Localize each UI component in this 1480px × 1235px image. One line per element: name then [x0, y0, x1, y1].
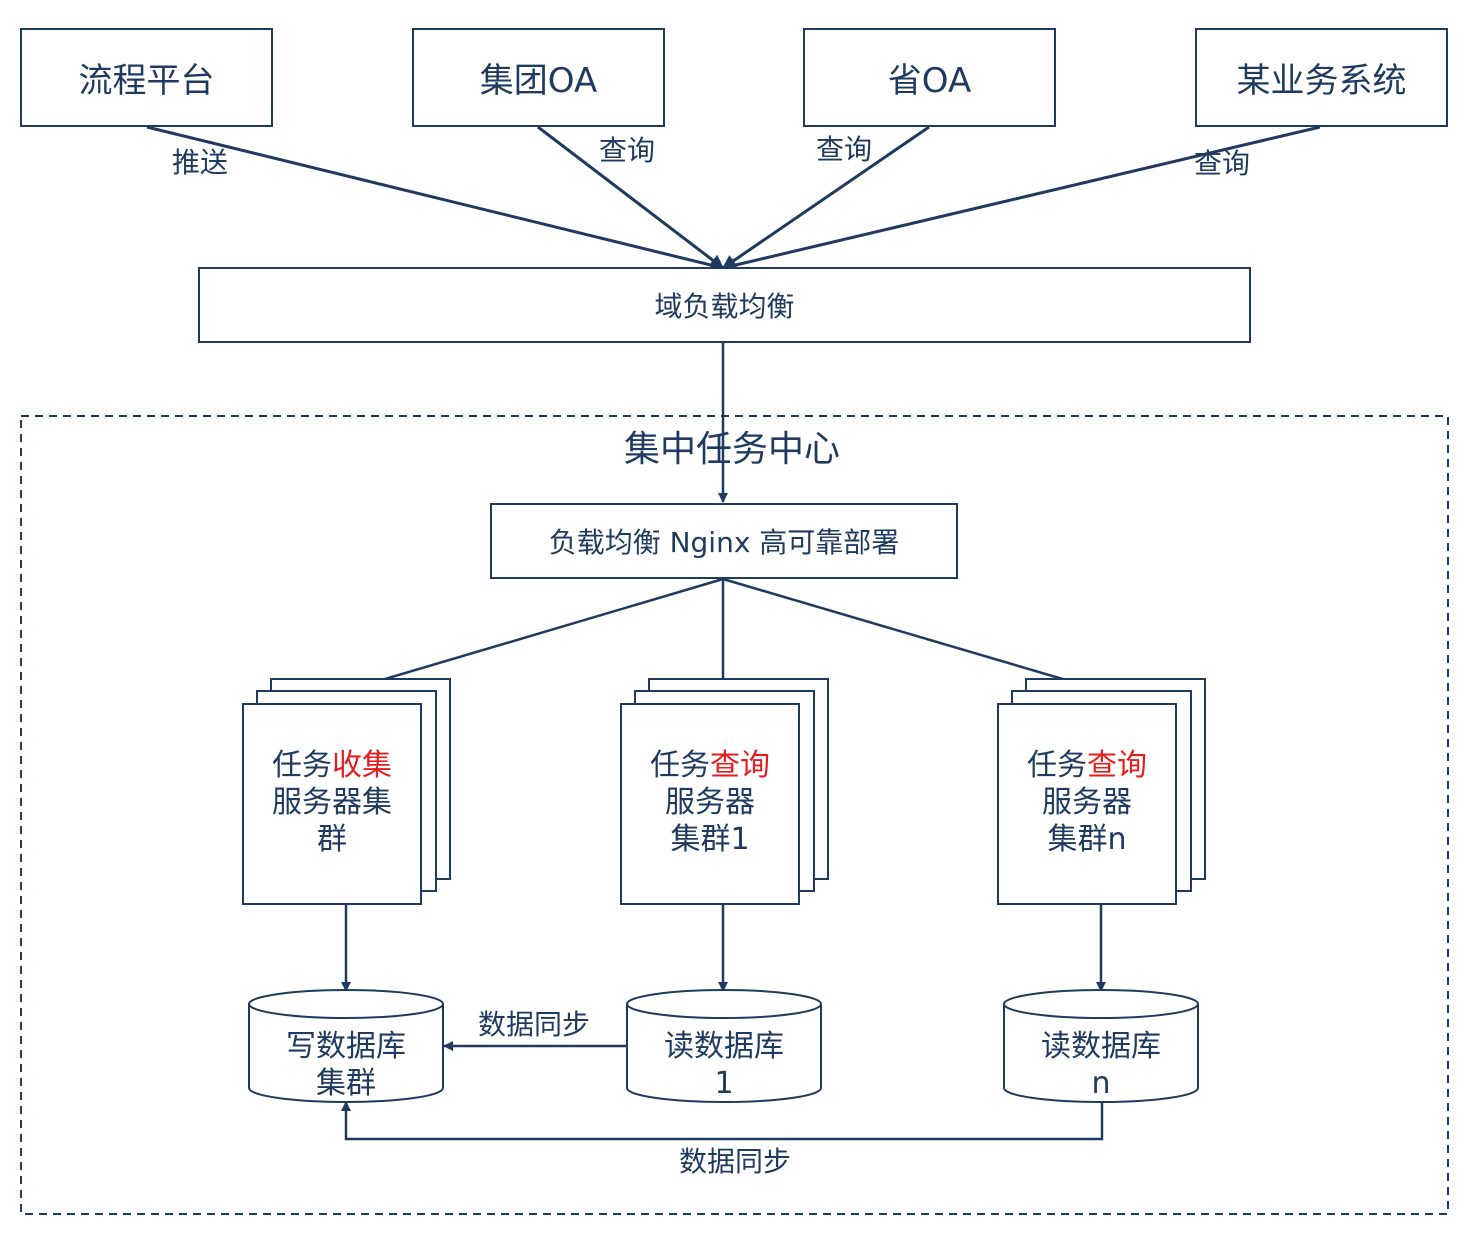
source-business-system: 某业务系统 — [1195, 28, 1448, 127]
task-center-title: 集中任务中心 — [624, 429, 841, 470]
edge-label-query-3: 查询 — [1194, 147, 1251, 180]
cluster-query-n: 任务查询 服务器 集群n — [997, 703, 1177, 905]
source-province-oa: 省OA — [803, 28, 1056, 127]
domain-load-balancer: 域负载均衡 — [198, 267, 1251, 343]
cluster-line3: 群 — [317, 822, 347, 857]
source-label: 省OA — [887, 61, 972, 101]
edge-label-query-1: 查询 — [599, 134, 656, 167]
sync-label-read1: 数据同步 — [478, 1008, 591, 1041]
db-read1-cylinder — [626, 989, 822, 1103]
task-center-frame — [20, 415, 1449, 1215]
cluster-prefix: 任务 — [650, 748, 710, 783]
edge-query-line-1 — [537, 125, 725, 270]
cluster-highlight: 收集 — [332, 748, 392, 783]
cluster-collect-text: 任务收集 服务器集 群 — [244, 747, 420, 858]
db-readn-cylinder — [1003, 989, 1199, 1103]
edge-label-query-2: 查询 — [816, 133, 873, 166]
cluster-line3: 集群1 — [670, 822, 750, 857]
cluster-line2: 服务器 — [665, 785, 755, 820]
nginx-label: 负载均衡 Nginx 高可靠部署 — [548, 526, 900, 559]
db-read1-label: 读数据库 1 — [627, 1028, 821, 1102]
edge-push-line — [146, 125, 725, 272]
cluster-line3: 集群n — [1047, 822, 1127, 857]
edge-nginx-to-cluster-3 — [722, 577, 1101, 693]
cluster-highlight: 查询 — [1087, 748, 1147, 783]
db-line1: 读数据库 — [664, 1029, 784, 1064]
cluster-highlight: 查询 — [710, 748, 770, 783]
db-line2: 集群 — [316, 1066, 376, 1101]
source-group-oa: 集团OA — [412, 28, 665, 127]
source-label: 某业务系统 — [1236, 61, 1407, 101]
db-readn-label: 读数据库 n — [1004, 1028, 1198, 1102]
edge-query-line-3 — [721, 125, 1321, 272]
cluster-queryn-text: 任务查询 服务器 集群n — [999, 747, 1175, 858]
db-line1: 读数据库 — [1041, 1029, 1161, 1064]
db-line2: 1 — [714, 1066, 734, 1101]
cluster-prefix: 任务 — [1027, 748, 1087, 783]
source-label: 流程平台 — [78, 61, 215, 101]
edge-label-push: 推送 — [172, 146, 229, 179]
cluster-collect: 任务收集 服务器集 群 — [242, 703, 422, 905]
source-process-platform: 流程平台 — [20, 28, 273, 127]
db-line2: n — [1091, 1066, 1111, 1101]
edge-sync-readn-to-write — [341, 1099, 1104, 1141]
source-label: 集团OA — [479, 61, 598, 101]
cluster-query1-text: 任务查询 服务器 集群1 — [622, 747, 798, 858]
cluster-query-1: 任务查询 服务器 集群1 — [620, 703, 800, 905]
db-line1: 写数据库 — [286, 1029, 406, 1064]
sync-label-readn: 数据同步 — [679, 1145, 792, 1178]
cluster-line2: 服务器 — [1042, 785, 1132, 820]
edge-nginx-to-cluster-1 — [347, 577, 724, 693]
db-write-cylinder — [248, 989, 444, 1103]
db-write-label: 写数据库 集群 — [249, 1028, 443, 1102]
domain-lb-label: 域负载均衡 — [654, 290, 795, 323]
cluster-line2: 服务器集 — [272, 785, 392, 820]
nginx-load-balancer: 负载均衡 Nginx 高可靠部署 — [490, 503, 958, 579]
cluster-prefix: 任务 — [272, 748, 332, 783]
edge-query-line-2 — [721, 125, 930, 270]
